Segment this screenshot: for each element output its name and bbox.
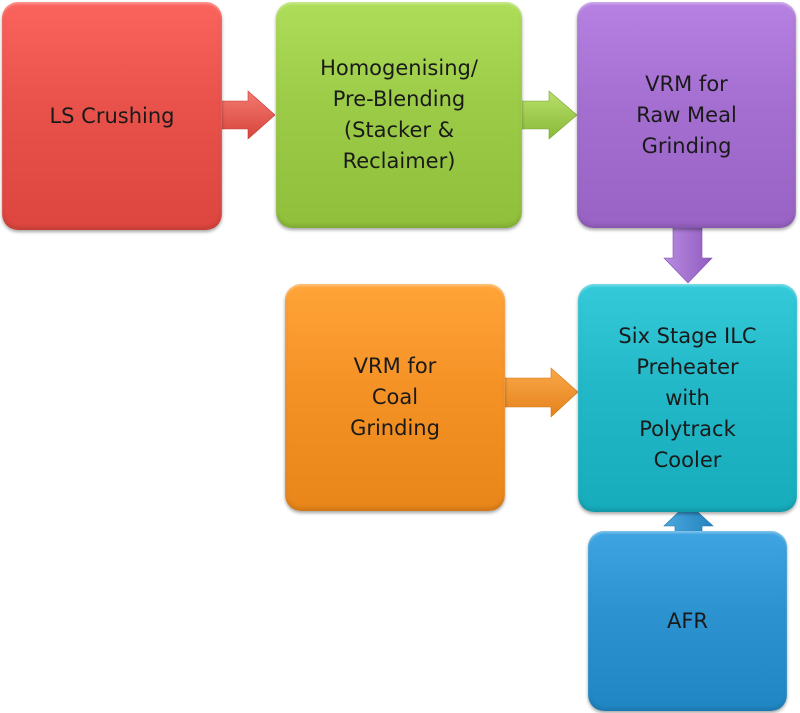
node-vrm-raw-meal-grinding: VRM for Raw Meal Grinding: [577, 2, 796, 228]
node-afr: AFR: [588, 531, 787, 711]
arrow-coal-to-preheater: [501, 367, 579, 418]
node-homogenising-pre-blending: Homogenising/ Pre-Blending (Stacker & Re…: [276, 2, 522, 228]
node-label: VRM for Raw Meal Grinding: [636, 71, 737, 158]
node-label: AFR: [666, 608, 709, 633]
node-label: LS Crushing: [49, 103, 175, 128]
node-label: VRM for Coal Grinding: [350, 354, 440, 440]
arrow-homogenising-to-raw-meal: [517, 90, 578, 140]
node-vrm-coal-grinding: VRM for Coal Grinding: [285, 284, 505, 511]
node-label: Six Stage ILC Preheater with Polytrack C…: [618, 323, 757, 472]
node-ls-crushing: LS Crushing: [2, 2, 222, 230]
node-label: Homogenising/ Pre-Blending (Stacker & Re…: [320, 56, 478, 173]
node-preheater-cooler: Six Stage ILC Preheater with Polytrack C…: [578, 284, 797, 512]
arrow-ls-crushing-to-homogenising: [217, 90, 276, 140]
arrow-raw-meal-to-preheater: [663, 225, 713, 284]
